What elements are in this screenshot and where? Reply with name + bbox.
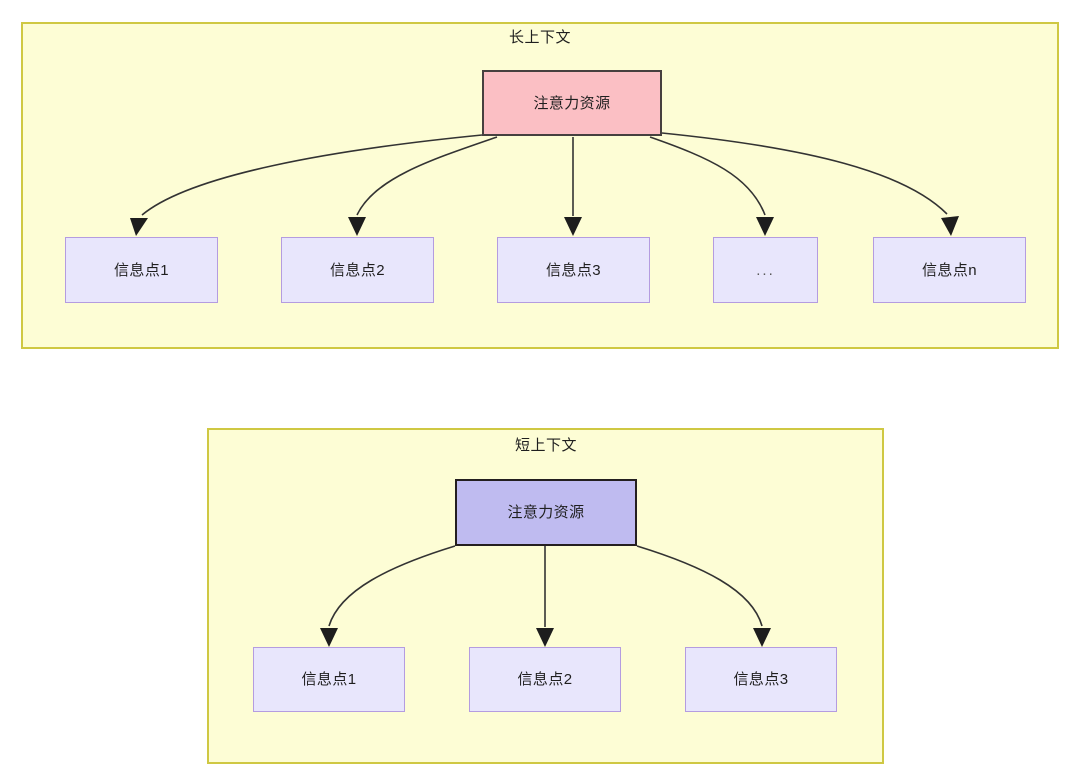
- node-long-leaf-3[interactable]: 信息点3: [497, 237, 650, 303]
- node-short-leaf-1[interactable]: 信息点1: [253, 647, 405, 712]
- node-long-leaf-1[interactable]: 信息点1: [65, 237, 218, 303]
- panel-long-context-title: 长上下文: [508, 29, 571, 46]
- node-long-leaf-ellipsis[interactable]: ...: [713, 237, 818, 303]
- node-long-attention-resource[interactable]: 注意力资源: [482, 70, 662, 136]
- node-long-leaf-n[interactable]: 信息点n: [873, 237, 1026, 303]
- node-short-leaf-2[interactable]: 信息点2: [469, 647, 621, 712]
- node-long-leaf-2[interactable]: 信息点2: [281, 237, 434, 303]
- panel-short-context-title: 短上下文: [514, 437, 577, 454]
- node-short-attention-resource[interactable]: 注意力资源: [455, 479, 637, 546]
- node-short-leaf-3[interactable]: 信息点3: [685, 647, 837, 712]
